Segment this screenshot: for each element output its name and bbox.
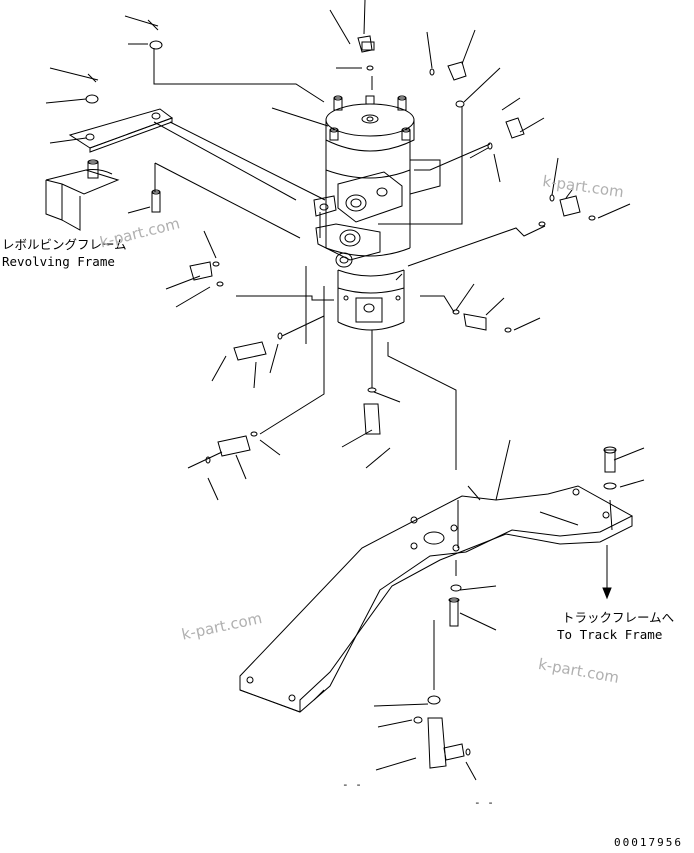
track-frame-label-jp: トラックフレームへ [562, 610, 675, 625]
track-frame-bracket [239, 485, 634, 713]
piping-routes [153, 48, 613, 690]
blank-mark: - - [474, 796, 494, 809]
swivel-joint-body [313, 95, 441, 331]
revolving-frame-label-jp: レボルビングフレーム [2, 237, 127, 252]
revolving-frame-label-en: Revolving Frame [2, 254, 115, 269]
revolving-frame-bracket [45, 108, 174, 231]
drawing-code: 00017956 [614, 836, 683, 849]
leader-lines [45, 0, 645, 781]
fittings [85, 35, 617, 769]
blank-mark: - - [342, 778, 362, 791]
track-frame-label-en: To Track Frame [557, 627, 663, 642]
